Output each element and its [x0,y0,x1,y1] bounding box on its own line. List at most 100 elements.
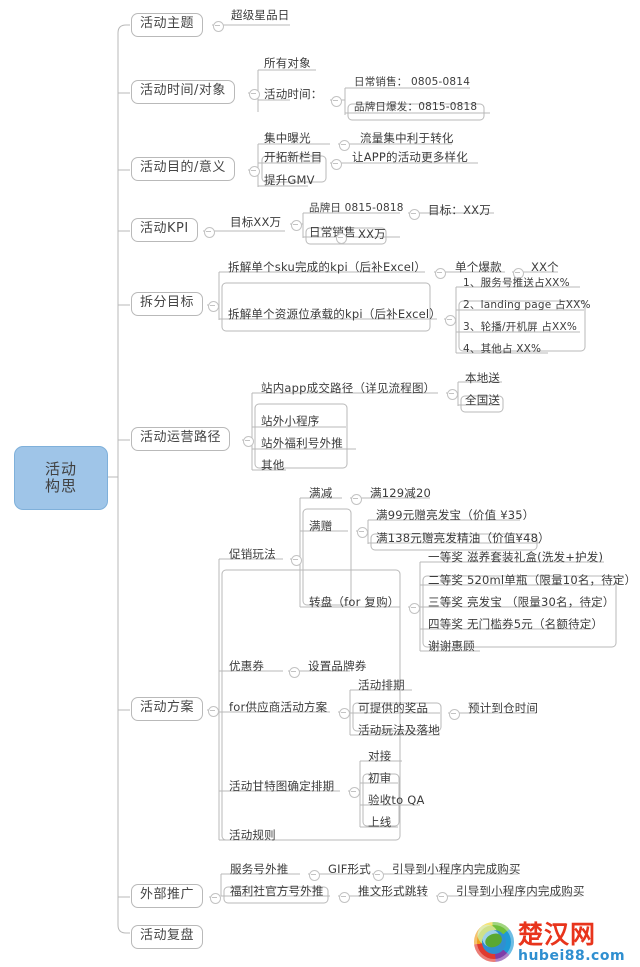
toggle-icon-time-target[interactable] [249,89,260,100]
branch-node-split-goal[interactable]: 拆分目标 [131,292,204,316]
toggle-icon-focus-exposure[interactable] [339,140,350,151]
toggle-icon-brand-day-kpi[interactable] [409,209,420,220]
leaf-discount-129-20[interactable]: 满129减20 [368,486,433,501]
toggle-icon-gif-format[interactable] [373,870,384,881]
toggle-icon-split-sku-kpi[interactable] [435,268,446,279]
leaf-welfare-official-promo[interactable]: 福利社官方号外推 [228,884,326,899]
leaf-activity-time[interactable]: 活动时间： [262,87,325,102]
leaf-offsite-welfare[interactable]: 站外福利号外推 [259,436,345,451]
leaf-app-diversify[interactable]: 让APP的活动更多样化 [350,150,470,165]
toggle-icon-plan[interactable] [208,706,219,717]
branch-node-purpose[interactable]: 活动目的/意义 [131,157,235,181]
leaf-prize-thanks[interactable]: 谢谢惠顾 [426,639,477,654]
toggle-icon-external-promo[interactable] [210,893,221,904]
toggle-icon-purpose[interactable] [249,166,260,177]
leaf-service-account-promo[interactable]: 服务号外推 [228,862,291,877]
leaf-guide-to-miniprogram-1[interactable]: 引导到小程序内完成购买 [390,862,523,877]
leaf-hit-item-count[interactable]: XX个 [529,260,561,275]
leaf-gantt-schedule[interactable]: 活动甘特图确定排期 [227,779,336,794]
leaf-all-targets[interactable]: 所有对象 [262,56,313,71]
leaf-gift-99[interactable]: 满99元赠亮发宝（价值 ¥35） [374,508,536,523]
leaf-super-star-day[interactable]: 超级星品日 [229,8,292,23]
leaf-gif-format[interactable]: GIF形式 [326,862,373,877]
toggle-icon-service-account-promo[interactable] [309,870,320,881]
leaf-activity-schedule[interactable]: 活动排期 [356,678,407,693]
leaf-promo-mechanics[interactable]: 促销玩法 [227,547,278,562]
leaf-split-resource-kpi[interactable]: 拆解单个资源位承载的kpi（后补Excel） [226,307,443,322]
leaf-brand-day-target[interactable]: 目标：XX万 [426,203,493,218]
toggle-icon-gift-threshold[interactable] [357,527,368,538]
leaf-prize-2[interactable]: 二等奖 520ml单瓶（限量10名，待定） [426,573,638,588]
leaf-prize-3[interactable]: 三等奖 亮发宝 （限量30名，待定） [426,595,617,610]
leaf-daily-sales-kpi[interactable]: 日常销售 [307,225,358,240]
leaf-single-hit-item[interactable]: 单个爆款 [453,260,504,275]
toggle-icon-ops-path[interactable] [243,436,254,447]
leaf-local-delivery[interactable]: 本地送 [463,371,502,386]
leaf-qa-acceptance[interactable]: 验收to QA [366,793,427,808]
leaf-brand-day-dates[interactable]: 品牌日爆发：0815-0818 [352,101,479,114]
toggle-icon-activity-theme[interactable] [213,21,224,32]
leaf-brand-coupon[interactable]: 设置品牌券 [306,659,369,674]
toggle-icon-single-hit-item[interactable] [513,268,524,279]
leaf-landing-page-share[interactable]: 2、landing page 占XX% [461,299,593,312]
toggle-icon-promo-mechanics[interactable] [291,555,302,566]
toggle-icon-daily-sales-kpi[interactable] [336,233,347,244]
leaf-discount-threshold[interactable]: 满减 [307,486,334,501]
leaf-article-redirect[interactable]: 推文形式跳转 [356,884,430,899]
toggle-icon-welfare-official-promo[interactable] [339,892,350,903]
leaf-brand-day-kpi[interactable]: 品牌日 0815-0818 [307,202,406,215]
toggle-icon-available-prizes[interactable] [449,709,460,720]
toggle-icon-new-column[interactable] [331,159,342,170]
toggle-icon-coupon[interactable] [289,667,300,678]
toggle-icon-in-app-path[interactable] [447,389,458,400]
branch-node-activity-theme[interactable]: 活动主题 [131,13,204,37]
toggle-icon-target-xx[interactable] [291,220,302,231]
leaf-offsite-miniprogram[interactable]: 站外小程序 [259,414,322,429]
leaf-handover[interactable]: 对接 [366,749,393,764]
toggle-icon-gantt-schedule[interactable] [349,787,360,798]
leaf-split-sku-kpi[interactable]: 拆解单个sku完成的kpi（后补Excel） [226,260,428,275]
leaf-others-share[interactable]: 4、其他占 XX% [461,343,543,356]
toggle-icon-split-resource-kpi[interactable] [445,315,456,326]
leaf-warehouse-eta[interactable]: 预计到仓时间 [466,701,540,716]
leaf-prize-1[interactable]: 一等奖 滋养套装礼盒(洗发+护发) [426,550,605,565]
leaf-mechanics-landing[interactable]: 活动玩法及落地 [356,723,442,738]
leaf-gift-138[interactable]: 满138元赠亮发精油（价值¥48） [374,531,552,546]
branch-node-review[interactable]: 活动复盘 [131,925,204,949]
leaf-service-push-share[interactable]: 1、服务号推送占XX% [461,277,572,290]
leaf-gift-threshold[interactable]: 满赠 [307,519,334,534]
leaf-new-column[interactable]: 开拓新栏目 [262,150,325,165]
leaf-traffic-conversion[interactable]: 流量集中利于转化 [358,131,456,146]
leaf-target-xx[interactable]: 目标XX万 [228,215,283,230]
branch-node-ops-path[interactable]: 活动运营路径 [131,427,231,451]
leaf-focus-exposure[interactable]: 集中曝光 [262,131,313,146]
leaf-go-live[interactable]: 上线 [366,815,393,830]
branch-node-kpi[interactable]: 活动KPI [131,218,198,242]
branch-node-external-promo[interactable]: 外部推广 [131,884,204,908]
toggle-icon-kpi[interactable] [204,227,215,238]
toggle-icon-activity-time[interactable] [331,96,342,107]
leaf-supplier-plan[interactable]: for供应商活动方案 [227,700,329,715]
root-node[interactable]: 活动 构思 [14,446,108,510]
leaf-boost-gmv[interactable]: 提升GMV [262,173,317,188]
leaf-coupon[interactable]: 优惠券 [227,659,266,674]
toggle-icon-split-goal[interactable] [208,301,219,312]
leaf-ops-other[interactable]: 其他 [259,458,286,473]
leaf-guide-to-miniprogram-2[interactable]: 引导到小程序内完成购买 [454,884,587,899]
leaf-carousel-share[interactable]: 3、轮播/开机屏 占XX% [461,321,579,334]
branch-node-time-target[interactable]: 活动时间/对象 [131,80,235,104]
leaf-spin-wheel[interactable]: 转盘（for 复购） [307,595,401,610]
leaf-daily-sales-target[interactable]: XX万 [356,227,388,242]
leaf-daily-sales-dates[interactable]: 日常销售： 0805-0814 [352,76,472,89]
toggle-icon-supplier-plan[interactable] [339,708,350,719]
leaf-prize-4[interactable]: 四等奖 无门槛券5元（名额待定） [426,617,605,632]
toggle-icon-article-redirect[interactable] [437,892,448,903]
leaf-national-delivery[interactable]: 全国送 [463,393,502,408]
leaf-activity-rules[interactable]: 活动规则 [227,828,278,843]
toggle-icon-discount-threshold[interactable] [351,494,362,505]
leaf-available-prizes[interactable]: 可提供的奖品 [356,701,430,716]
toggle-icon-spin-wheel[interactable] [409,603,420,614]
leaf-in-app-path[interactable]: 站内app成交路径（详见流程图） [259,381,437,396]
branch-node-plan[interactable]: 活动方案 [131,697,204,721]
leaf-first-review[interactable]: 初审 [366,771,393,786]
